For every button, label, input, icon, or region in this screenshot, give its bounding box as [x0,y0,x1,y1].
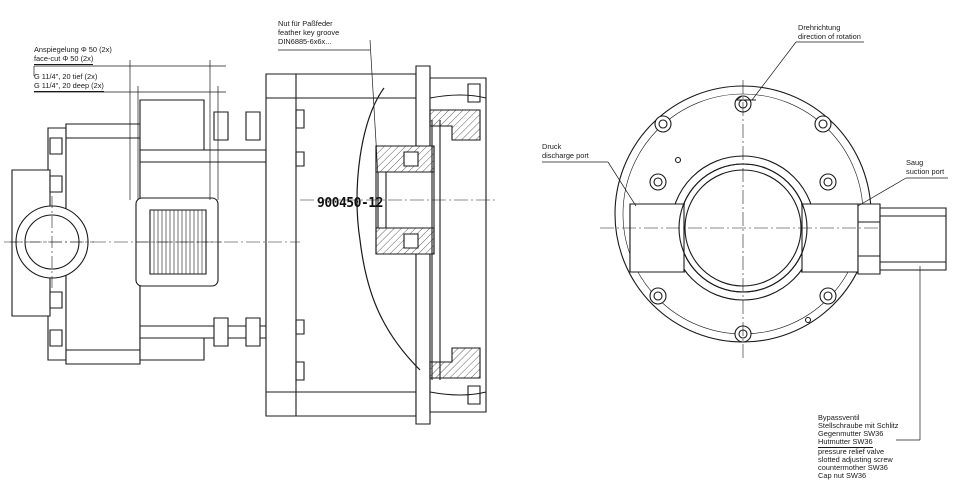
label-face-cut-en: face-cut Φ 50 (2x) [34,54,94,65]
label-key-de: Nut für Paßfeder [278,19,333,28]
label-valve-en-2: slotted adjusting screw [818,455,893,464]
label-valve-de-3: Gegenmutter SW36 [818,429,884,438]
label-valve-en-4: Cap nut SW36 [818,471,867,480]
label-face-cut-de: Anspiegelung Φ 50 (2x) [34,45,112,54]
label-thread-de: G 11/4", 20 tief (2x) [34,72,98,81]
label-valve-en-3: countermother SW36 [818,463,888,472]
side-view-dimension-lines [34,40,378,200]
relief-valve-fitting [858,204,880,274]
label-key-en: feather key groove [278,28,340,37]
label-valve-en-1: pressure relief valve [818,447,885,456]
label-discharge-de: Druck [542,142,562,151]
side-view [4,66,496,424]
label-valve-de-2: Stellschraube mit Schlitz [818,421,899,430]
label-rotation-en: direction of rotation [798,32,861,41]
label-suction-de: Saug [906,158,924,167]
flange-bolts [650,96,836,342]
label-valve-de-1: Bypassventil [818,413,860,422]
label-thread-en: G 11/4", 20 deep (2x) [34,81,104,92]
label-valve-de-4: Hutmutter SW36 [818,437,873,448]
label-key-standard: DIN6885-6x6x... [278,37,332,46]
front-view-leader-lines [542,42,948,440]
label-rotation-de: Drehrichtung [798,23,841,32]
cutaway-outline [357,88,420,370]
part-number: 900450-12 [317,196,383,211]
label-discharge-en: discharge port [542,151,589,160]
label-suction-en: suction port [906,167,945,176]
front-view [600,80,946,360]
